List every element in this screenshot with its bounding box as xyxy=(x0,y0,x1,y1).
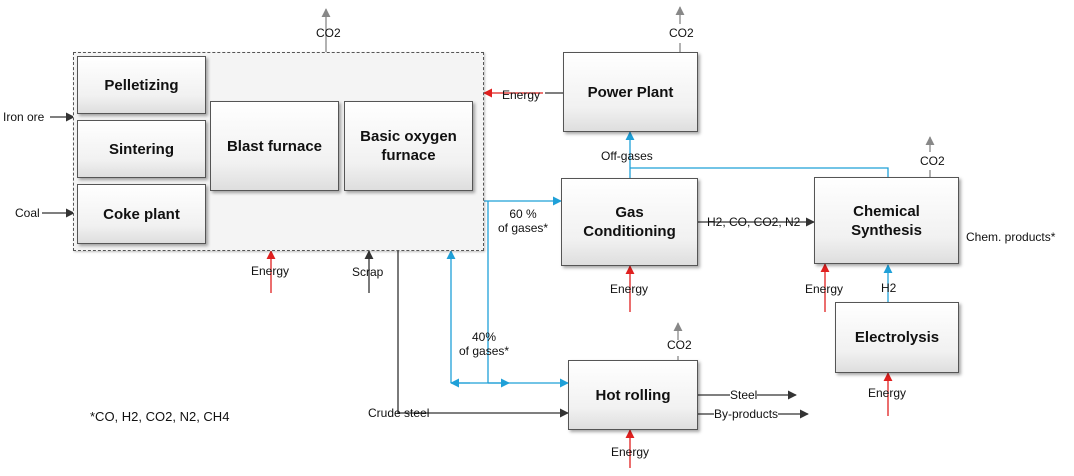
byproducts-label: By-products xyxy=(714,407,779,421)
co2-label-power: CO2 xyxy=(669,26,694,40)
iron-ore-label: Iron ore xyxy=(3,110,45,124)
steel-label: Steel xyxy=(730,388,758,402)
crude-steel-arrow xyxy=(397,251,569,418)
energy-label-main: Energy xyxy=(251,264,290,278)
crude-steel-label: Crude steel xyxy=(368,406,430,420)
energy-label-chem: Energy xyxy=(805,282,844,296)
chem-products-label: Chem. products* xyxy=(966,230,1056,244)
basic-oxygen-furnace-box[interactable]: Basic oxygen furnace xyxy=(344,101,473,191)
blast-furnace-box[interactable]: Blast furnace xyxy=(210,101,339,191)
footnote: *CO, H2, CO2, N2, CH4 xyxy=(90,409,230,424)
electrolysis-box[interactable]: Electrolysis xyxy=(835,302,959,373)
chemical-synthesis-box[interactable]: Chemical Synthesis xyxy=(814,177,959,264)
power-plant-box[interactable]: Power Plant xyxy=(563,52,698,132)
gases-40-label: 40% of gases* xyxy=(459,330,510,358)
scrap-label: Scrap xyxy=(352,265,384,279)
gas-conditioning-box[interactable]: Gas Conditioning xyxy=(561,178,698,266)
co2-label-main: CO2 xyxy=(316,26,341,40)
sintering-box[interactable]: Sintering xyxy=(77,120,206,178)
energy-label-steel: Energy xyxy=(502,88,541,102)
chem-offgas-line xyxy=(630,167,889,178)
syngas-label: H2, CO, CO2, N2 xyxy=(707,215,801,229)
coal-label: Coal xyxy=(15,206,40,220)
energy-label-hot: Energy xyxy=(611,445,650,459)
pelletizing-box[interactable]: Pelletizing xyxy=(77,56,206,114)
coke-plant-box[interactable]: Coke plant xyxy=(77,184,206,244)
energy-label-elec: Energy xyxy=(868,386,907,400)
co2-label-hot: CO2 xyxy=(667,338,692,352)
energy-label-gas: Energy xyxy=(610,282,649,296)
offgases-label: Off-gases xyxy=(601,149,653,163)
gases-60-label: 60 % of gases* xyxy=(498,207,549,235)
hot-rolling-box[interactable]: Hot rolling xyxy=(568,360,698,430)
co2-label-chem: CO2 xyxy=(920,154,945,168)
h2-label: H2 xyxy=(881,281,897,295)
